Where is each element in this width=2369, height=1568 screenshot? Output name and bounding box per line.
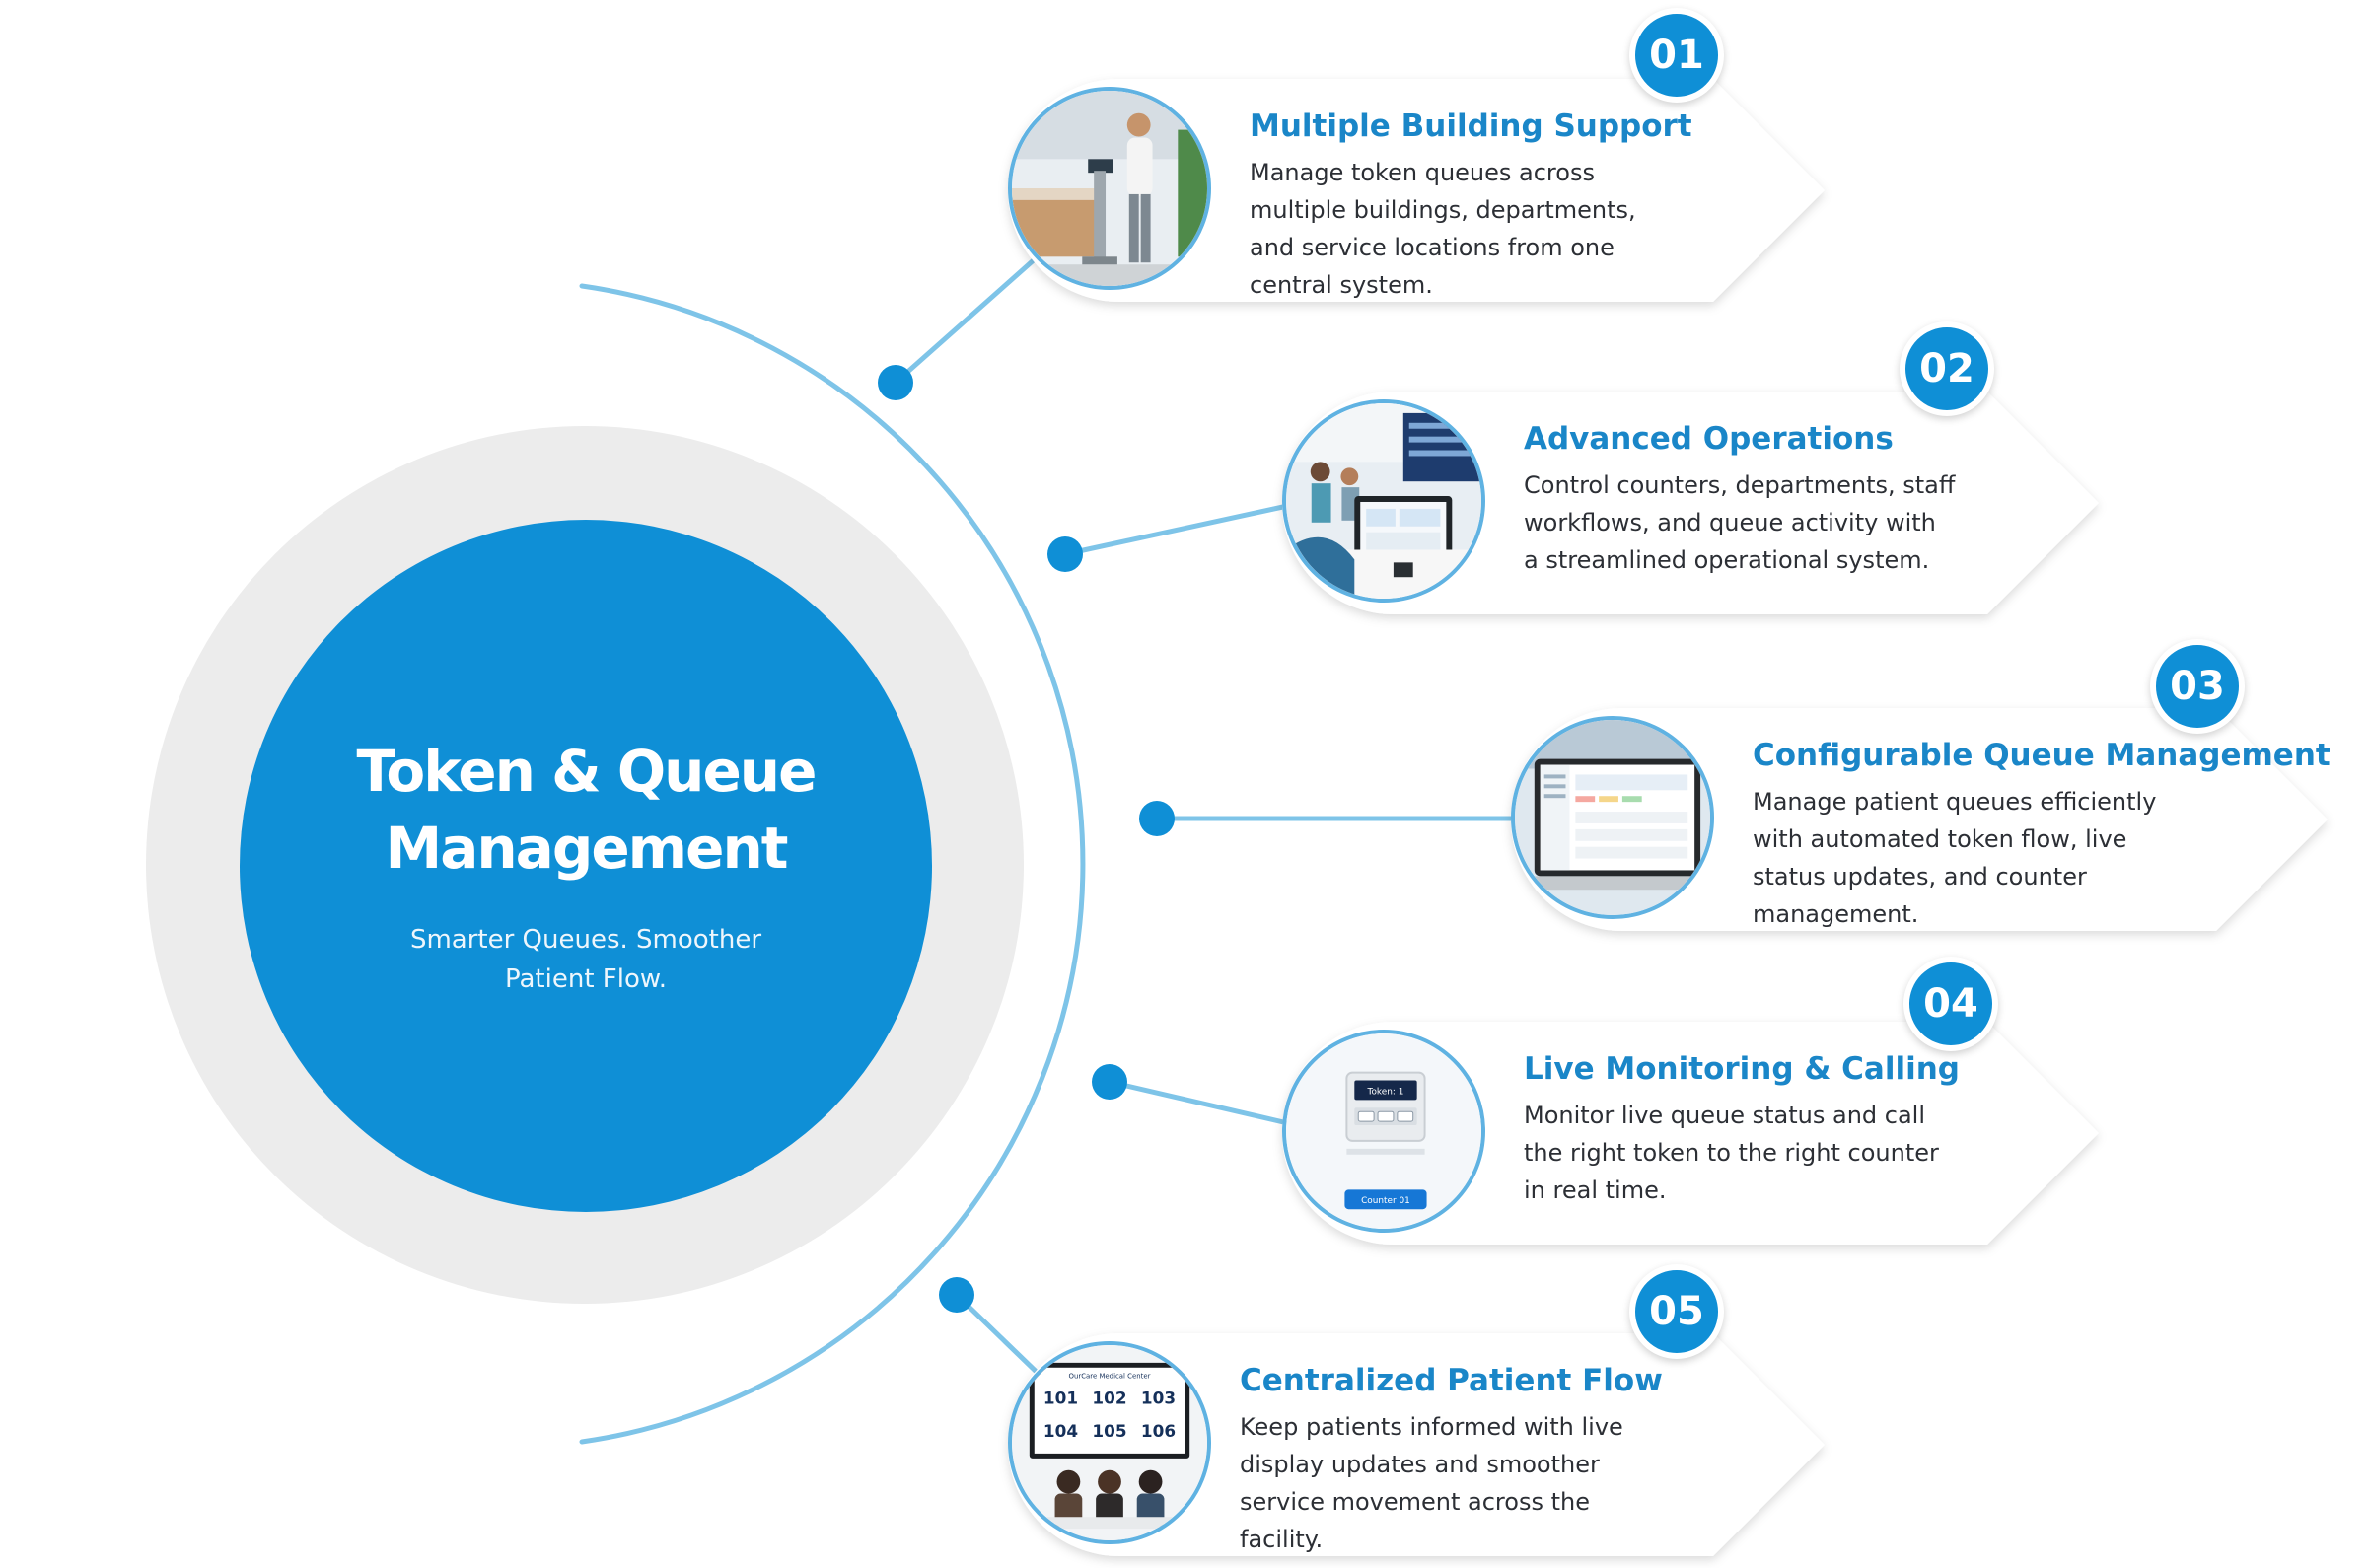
branch-line-2	[1062, 502, 1295, 557]
feature-description: Manage patient queues efficiently with a…	[1753, 788, 2157, 928]
node-dot-4	[1092, 1064, 1127, 1100]
feature-card-1: Multiple Building Support Manage token q…	[1008, 79, 1827, 302]
card-shape	[1282, 392, 2099, 614]
display-token: 101	[1043, 1388, 1078, 1407]
card-shape	[1008, 1333, 1825, 1556]
display-token: 105	[1092, 1421, 1126, 1441]
laptop-config-photo-icon	[1511, 716, 1714, 919]
hub-subtitle: Smarter Queues. Smoother Patient Flow.	[409, 925, 762, 994]
feature-title: Advanced Operations	[1524, 421, 1894, 457]
branch-line-1	[893, 255, 1039, 386]
feature-card-5: OurCare Medical Center 101 102 103 104 1…	[1008, 1333, 1827, 1556]
feature-description: Monitor live queue status and call the r…	[1524, 1102, 1939, 1204]
card-shape	[1511, 708, 2328, 931]
reception-dashboard-photo-icon	[1282, 399, 1485, 603]
branch-line-4	[1107, 1079, 1295, 1127]
feature-description: Manage token queues across multiple buil…	[1250, 159, 1636, 299]
token-caller-device-icon: Token: 1 Counter 01	[1282, 1030, 1485, 1233]
hub-title: Token & Queue Management	[356, 738, 818, 882]
step-badge-5: 05	[1629, 1264, 1724, 1359]
node-dot-3	[1139, 801, 1175, 836]
feature-card-2: Advanced Operations Control counters, de…	[1282, 392, 2101, 614]
display-token: 106	[1141, 1421, 1176, 1441]
step-badge-3: 03	[2150, 639, 2245, 734]
feature-card-3: Configurable Queue Management Manage pat…	[1511, 708, 2331, 931]
step-badge-2: 02	[1900, 321, 1994, 416]
feature-title: Centralized Patient Flow	[1240, 1363, 1663, 1398]
feature-card-4: Token: 1 Counter 01 Live Monitoring & Ca…	[1282, 1022, 2101, 1245]
step-badge-4: 04	[1903, 957, 1998, 1051]
device-token-label: Token: 1	[1367, 1087, 1404, 1097]
waiting-room-display-photo-icon: OurCare Medical Center 101 102 103 104 1…	[1008, 1341, 1211, 1544]
card-shape	[1282, 1022, 2099, 1245]
node-dot-2	[1047, 536, 1083, 572]
hub-circle: Token & Queue Management Smarter Queues.…	[240, 520, 932, 1212]
device-counter-label: Counter 01	[1361, 1196, 1410, 1206]
display-token: 104	[1043, 1421, 1078, 1441]
feature-description: Keep patients informed with live display…	[1240, 1413, 1623, 1553]
feature-title: Multiple Building Support	[1250, 108, 1692, 144]
card-shape	[1008, 79, 1825, 302]
feature-title: Live Monitoring & Calling	[1524, 1051, 1960, 1087]
display-header: OurCare Medical Center	[1069, 1373, 1151, 1381]
display-token: 102	[1092, 1388, 1126, 1407]
branch-line-5	[954, 1292, 1048, 1384]
kiosk-photo-icon	[1008, 87, 1211, 290]
display-token: 103	[1141, 1388, 1176, 1407]
connector-arc	[579, 283, 1086, 1445]
step-badge-1: 01	[1629, 8, 1724, 103]
node-dot-1	[878, 365, 913, 400]
feature-description: Control counters, departments, staff wor…	[1524, 471, 1956, 574]
feature-title: Configurable Queue Management	[1753, 738, 2331, 773]
node-dot-5	[939, 1277, 974, 1313]
